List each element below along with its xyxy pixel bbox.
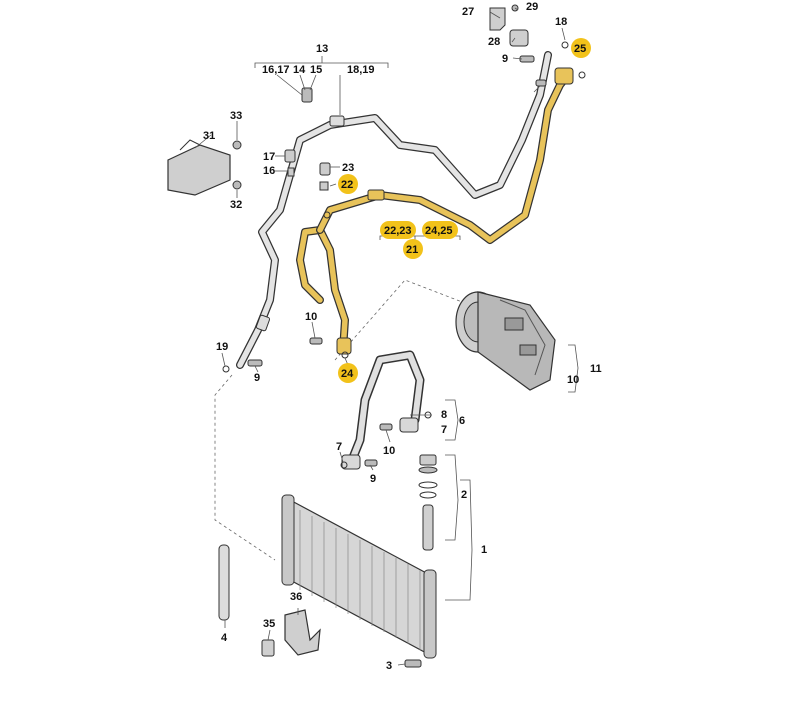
label-32[interactable]: 32	[230, 199, 242, 211]
label-7-left[interactable]: 7	[336, 441, 342, 453]
bracket-36-icon[interactable]	[261, 609, 321, 657]
dryer-icon[interactable]	[418, 454, 438, 551]
label-10-left[interactable]: 10	[305, 311, 317, 323]
label-33[interactable]: 33	[230, 110, 242, 122]
label-22-23[interactable]: 22,23	[384, 225, 412, 237]
label-36[interactable]: 36	[290, 591, 302, 603]
label-4[interactable]: 4	[221, 632, 228, 644]
bracket-icon[interactable]	[167, 139, 242, 196]
label-13[interactable]: 13	[316, 43, 328, 55]
label-25[interactable]: 25	[574, 43, 586, 55]
leader-lines	[194, 7, 579, 666]
label-24[interactable]: 24	[341, 368, 354, 380]
label-24-25[interactable]: 24,25	[425, 225, 453, 237]
label-11[interactable]: 11	[590, 363, 602, 375]
label-10-compressor[interactable]: 10	[567, 374, 579, 386]
label-10-mid[interactable]: 10	[383, 445, 395, 457]
label-22[interactable]: 22	[341, 179, 353, 191]
label-14[interactable]: 14	[293, 64, 306, 76]
label-35[interactable]: 35	[263, 618, 275, 630]
bracket-27-icon[interactable]	[489, 4, 529, 47]
line-13[interactable]	[236, 51, 552, 369]
label-16[interactable]: 16	[263, 165, 275, 177]
label-6[interactable]: 6	[459, 415, 465, 427]
hose-6[interactable]	[341, 350, 425, 470]
label-9-mid[interactable]: 9	[370, 473, 376, 485]
highlight-badges	[338, 38, 591, 383]
label-31[interactable]: 31	[203, 130, 215, 142]
label-18-19[interactable]: 18,19	[347, 64, 375, 76]
dashed-leader-lines	[214, 279, 471, 561]
label-7-right[interactable]: 7	[441, 424, 447, 436]
label-21[interactable]: 21	[406, 244, 418, 256]
label-15[interactable]: 15	[310, 64, 322, 76]
label-1[interactable]: 1	[481, 544, 487, 556]
condenser-icon[interactable]	[281, 494, 437, 659]
label-16-17[interactable]: 16,17	[262, 64, 290, 76]
label-18[interactable]: 18	[555, 16, 567, 28]
label-23[interactable]: 23	[342, 162, 354, 174]
compressor-icon[interactable]	[455, 291, 556, 391]
label-29[interactable]: 29	[526, 1, 538, 13]
rod-4[interactable]	[218, 544, 230, 621]
hose-21[interactable]	[296, 67, 574, 355]
label-28[interactable]: 28	[488, 36, 500, 48]
label-2[interactable]: 2	[461, 489, 467, 501]
callout-labels: 1 2 3 4 6 7 7 8 9 9 9 10 10 10 11 13 16,…	[203, 1, 602, 672]
label-27[interactable]: 27	[462, 6, 474, 18]
label-3[interactable]: 3	[386, 660, 392, 672]
bolts	[247, 55, 547, 668]
label-9-top[interactable]: 9	[502, 53, 508, 65]
sensor-icon[interactable]	[284, 87, 331, 191]
label-8[interactable]: 8	[441, 409, 447, 421]
label-17[interactable]: 17	[263, 151, 275, 163]
label-19[interactable]: 19	[216, 341, 228, 353]
label-9-left[interactable]: 9	[254, 372, 260, 384]
o-rings	[222, 41, 586, 469]
